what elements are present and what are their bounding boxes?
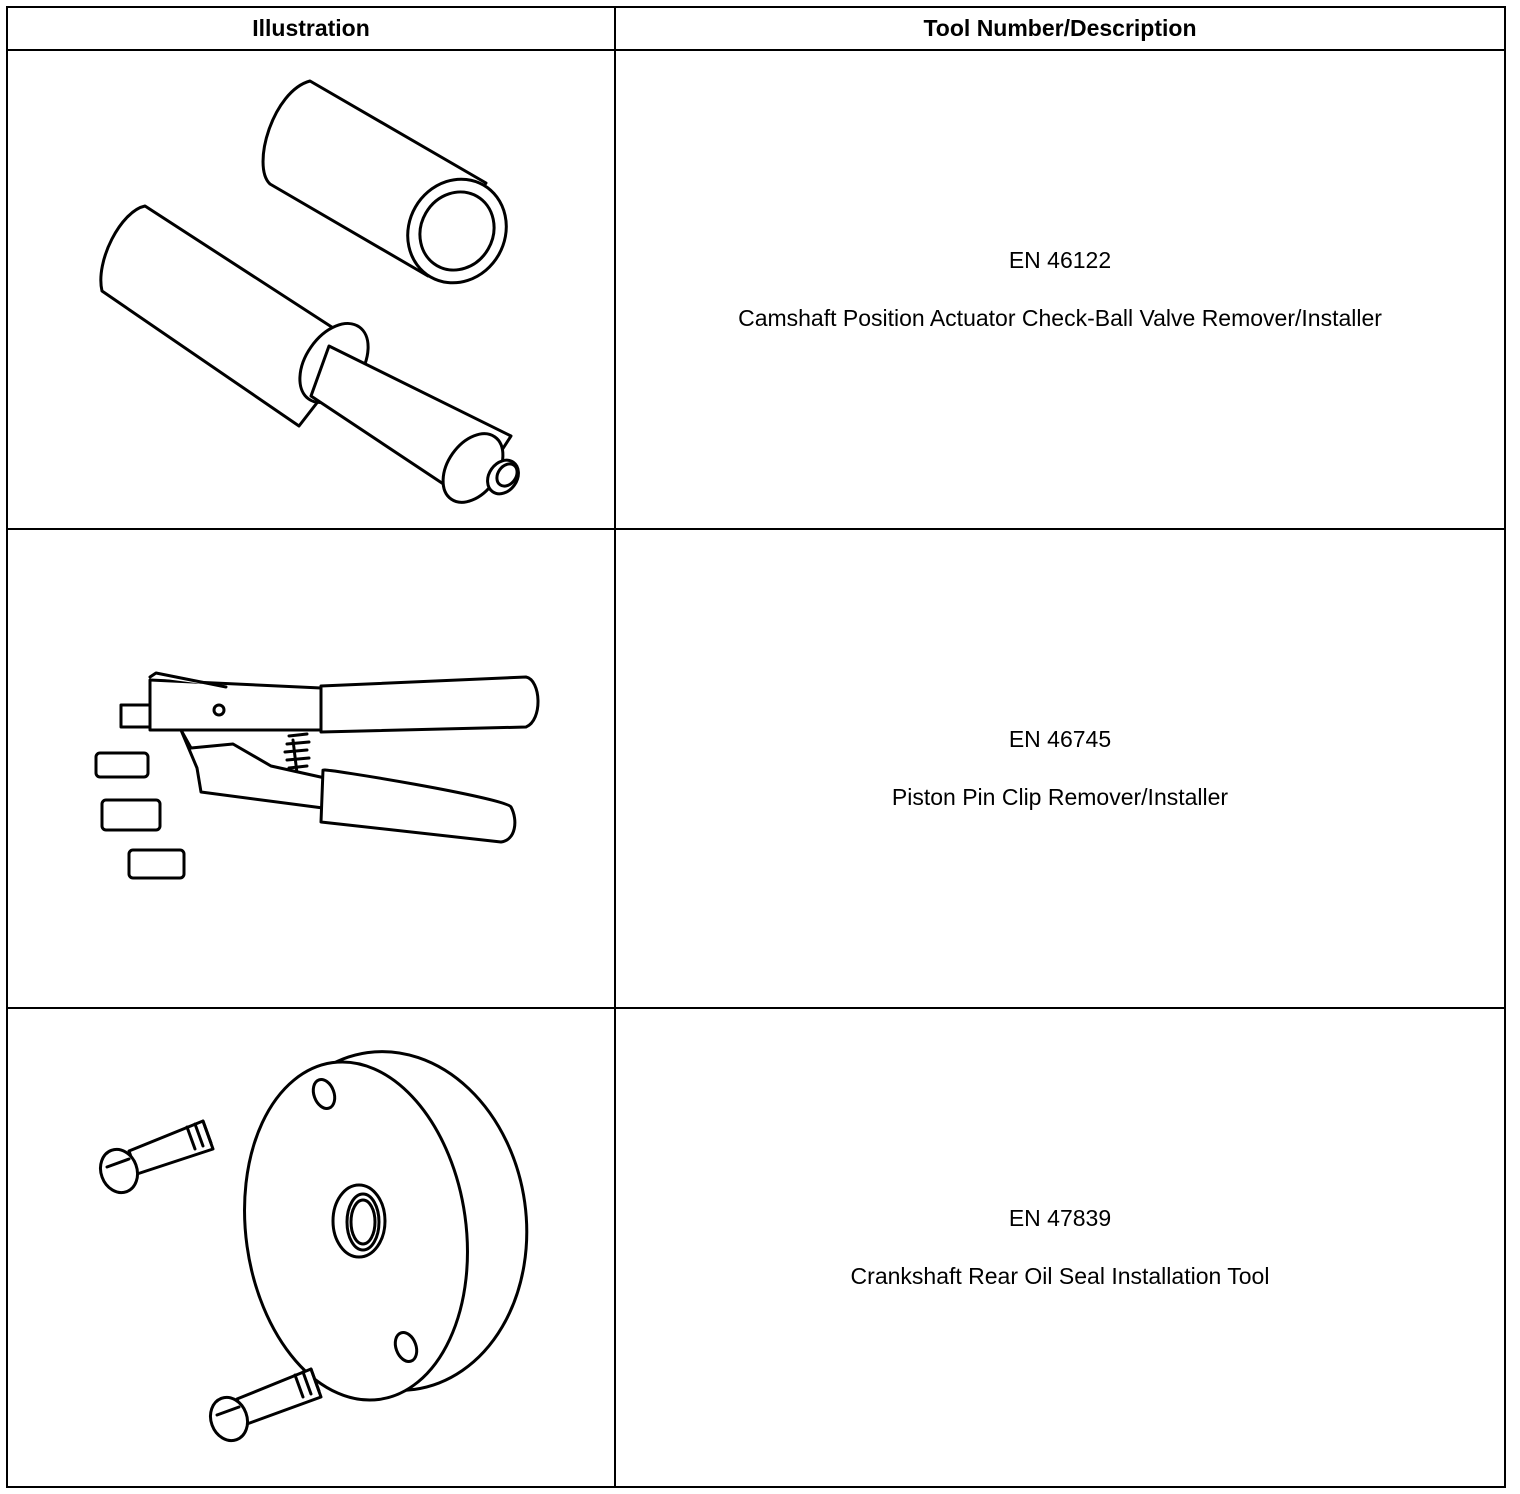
header-illustration: Illustration bbox=[6, 6, 616, 51]
description-cell: EN 47839 Crankshaft Rear Oil Seal Instal… bbox=[614, 1007, 1506, 1488]
table-row: EN 46745 Piston Pin Clip Remover/Install… bbox=[6, 528, 1506, 1009]
table-row: EN 46122 Camshaft Position Actuator Chec… bbox=[6, 49, 1506, 530]
table-header-row: Illustration Tool Number/Description bbox=[6, 6, 1506, 51]
special-tools-table: Illustration Tool Number/Description bbox=[6, 6, 1506, 1488]
tool-description: Camshaft Position Actuator Check-Ball Va… bbox=[738, 304, 1382, 331]
tool-number: EN 46745 bbox=[1008, 725, 1112, 752]
tool-description: Piston Pin Clip Remover/Installer bbox=[891, 783, 1229, 810]
illustration-cell bbox=[6, 49, 616, 530]
illustration-cell bbox=[6, 528, 616, 1009]
illustration-cell bbox=[6, 1007, 616, 1488]
tool-description: Crankshaft Rear Oil Seal Installation To… bbox=[850, 1262, 1270, 1289]
piston-pin-clip-pliers-icon bbox=[11, 530, 611, 1007]
description-cell: EN 46122 Camshaft Position Actuator Chec… bbox=[614, 49, 1506, 530]
table-row: EN 47839 Crankshaft Rear Oil Seal Instal… bbox=[6, 1007, 1506, 1488]
tool-number: EN 46122 bbox=[1008, 246, 1112, 273]
header-tool-number-description: Tool Number/Description bbox=[614, 6, 1506, 51]
rear-oil-seal-installer-icon bbox=[11, 1009, 611, 1486]
tool-number: EN 47839 bbox=[1008, 1204, 1112, 1231]
description-cell: EN 46745 Piston Pin Clip Remover/Install… bbox=[614, 528, 1506, 1009]
check-ball-valve-remover-installer-icon bbox=[11, 51, 611, 528]
